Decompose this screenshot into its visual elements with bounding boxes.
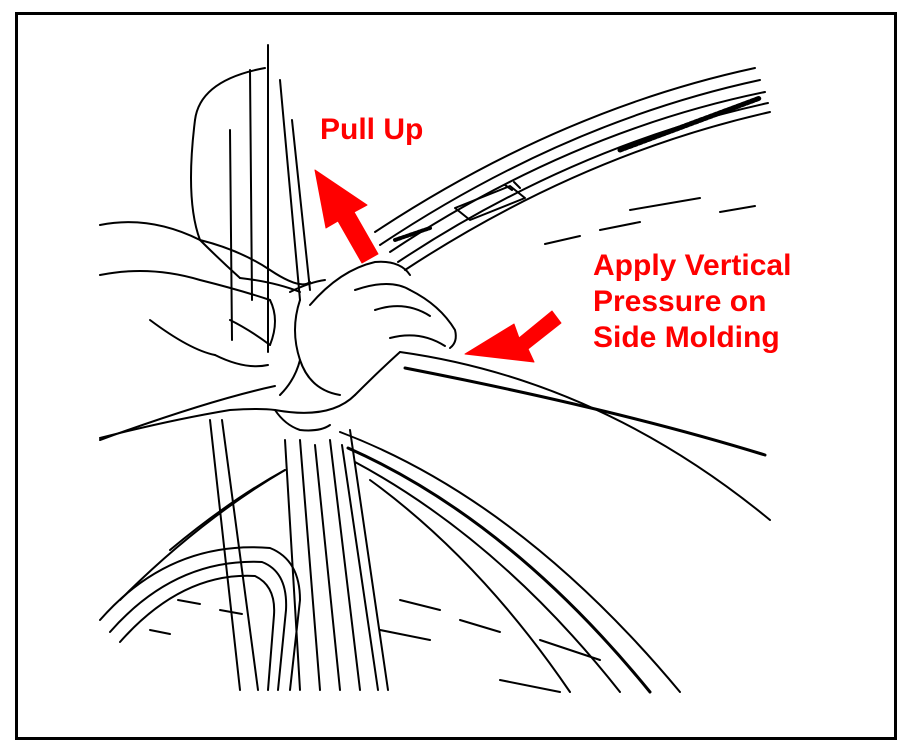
pressure-arrow	[464, 310, 562, 363]
left-hand	[99, 221, 326, 368]
windshield-glass	[339, 431, 681, 694]
body-outline-lines	[99, 385, 286, 601]
roof-side-molding	[374, 67, 771, 271]
apply-pressure-label: Apply Vertical Pressure on Side Molding	[593, 248, 791, 356]
pull-up-label: Pull Up	[320, 113, 424, 146]
pull-up-arrow	[314, 169, 379, 264]
door-frame-pillar	[190, 44, 389, 691]
figure-frame	[15, 12, 897, 740]
windshield-top-edge	[399, 197, 771, 521]
apply-pressure-label-line2: Pressure on	[593, 285, 767, 318]
side-mirror	[99, 546, 301, 691]
apply-pressure-label-line1: Apply Vertical	[593, 249, 792, 282]
apply-pressure-label-line3: Side Molding	[593, 321, 780, 354]
right-hand	[99, 260, 457, 439]
